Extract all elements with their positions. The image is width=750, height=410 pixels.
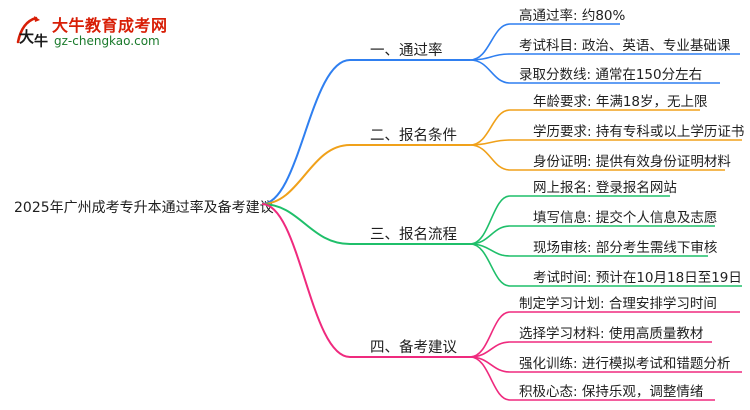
leaf-1-2: 考试科目: 政治、英语、专业基础课: [519, 37, 731, 54]
leaf-connector: [469, 53, 740, 61]
leaf-connector: [469, 109, 700, 146]
leaf-connector: [469, 341, 712, 358]
svg-text:牛: 牛: [34, 33, 48, 50]
svg-text:大: 大: [19, 28, 34, 46]
leaf-1-1: 高通过率: 约80%: [519, 7, 626, 24]
branch-3-label[interactable]: 三、报名流程: [370, 226, 457, 243]
root-node-text: 2025年广州成考专升本通过率及备考建议: [14, 199, 274, 216]
leaf-connector: [469, 23, 620, 61]
leaf-4-4: 积极心态: 保持乐观，调整情绪: [519, 384, 703, 400]
leaf-connector: [469, 144, 725, 171]
branch-2: 二、报名条件 年龄要求: 年满18岁，无上限 学历要求: 持有专科或以上学历证书…: [261, 94, 744, 205]
leaf-4-3: 强化训练: 进行模拟考试和错题分析: [519, 356, 730, 372]
branch-1-connector: [261, 59, 470, 205]
leaf-connector: [469, 243, 742, 287]
leaf-2-2: 学历要求: 持有专科或以上学历证书: [533, 124, 744, 140]
leaf-4-1: 制定学习计划: 合理安排学习时间: [519, 296, 717, 312]
branch-2-label[interactable]: 二、报名条件: [370, 127, 457, 144]
leaf-connector: [469, 356, 715, 401]
leaf-4-2: 选择学习材料: 使用高质量教材: [519, 325, 703, 342]
branch-2-connector: [261, 144, 470, 205]
leaf-2-3: 身份证明: 提供有效身份证明材料: [533, 154, 731, 170]
logo-title: 大牛教育成考网: [52, 16, 168, 35]
leaf-3-4: 考试时间: 预计在10月18日至19日: [533, 270, 742, 286]
leaf-connector: [469, 195, 670, 245]
branch-4-connector: [261, 203, 470, 358]
logo-mark-icon: 大 牛: [16, 16, 48, 50]
branch-3: 三、报名流程 网上报名: 登录报名网站 填写信息: 提交个人信息及志愿 现场审核…: [261, 180, 742, 287]
branch-1: 一、通过率 高通过率: 约80% 考试科目: 政治、英语、专业基础课 录取分数线…: [261, 7, 740, 205]
branch-4: 四、备考建议 制定学习计划: 合理安排学习时间 选择学习材料: 使用高质量教材 …: [261, 203, 742, 401]
leaf-1-3: 录取分数线: 通常在150分左右: [519, 67, 702, 83]
leaf-2-1: 年龄要求: 年满18岁，无上限: [533, 94, 708, 110]
leaf-connector: [469, 59, 720, 84]
branch-3-connector: [261, 203, 470, 245]
logo-url: gz-chengkao.com: [54, 34, 160, 48]
leaf-connector: [469, 311, 740, 358]
leaf-3-1: 网上报名: 登录报名网站: [533, 180, 677, 196]
leaf-connector: [469, 225, 715, 245]
branch-1-label[interactable]: 一、通过率: [370, 42, 443, 59]
leaf-3-2: 填写信息: 提交个人信息及志愿: [533, 209, 717, 226]
site-logo[interactable]: 大 牛 大牛教育成考网 gz-chengkao.com: [14, 10, 174, 54]
leaf-connector: [469, 139, 742, 146]
branch-4-label[interactable]: 四、备考建议: [370, 339, 457, 356]
leaf-3-3: 现场审核: 部分考生需线下审核: [533, 240, 717, 256]
